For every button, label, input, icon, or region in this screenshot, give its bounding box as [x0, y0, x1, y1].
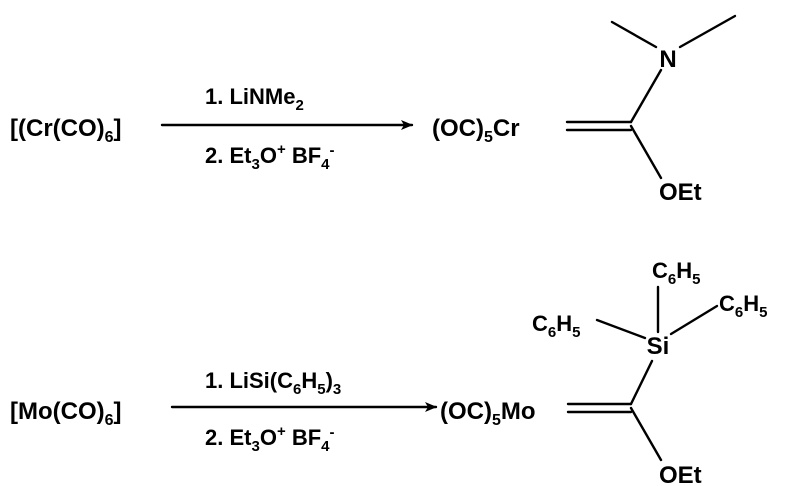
reagent-step-2: 2. Et3O+ BF4- — [205, 423, 335, 455]
bond-n-methyl-left — [610, 20, 658, 49]
product-metal-fragment-cr: (OC)5Cr — [432, 115, 520, 146]
bond-c-n — [629, 68, 663, 124]
bond-c-si — [629, 359, 654, 406]
bond-c-oet — [629, 406, 663, 462]
reagent-step-1: 1. LiSi(C6H5)3 — [205, 368, 341, 398]
bond-si-phenyl-left — [595, 318, 647, 340]
reactant-mo-hexacarbonyl: [Mo(CO)6] — [10, 398, 122, 429]
bond-c-oet — [629, 124, 663, 180]
bond-si-phenyl-right — [669, 304, 719, 336]
phenyl-group-top: C6H5 — [652, 258, 700, 288]
bond-n-methyl-right — [678, 14, 737, 49]
reactant-cr-hexacarbonyl: [(Cr(CO)6] — [10, 115, 122, 146]
phenyl-group-right: C6H5 — [719, 291, 767, 321]
reaction-2: [Mo(CO)6] 1. LiSi(C6H5)3 2. Et3O+ BF4- (… — [10, 258, 767, 486]
phenyl-group-left: C6H5 — [532, 311, 580, 341]
reagent-step-1: 1. LiNMe2 — [205, 84, 304, 114]
product-metal-fragment-mo: (OC)5Mo — [440, 398, 536, 429]
reagent-step-2: 2. Et3O+ BF4- — [205, 141, 335, 173]
ethoxy-group: OEt — [659, 179, 702, 206]
silicon-atom: Si — [647, 333, 670, 360]
nitrogen-atom: N — [659, 46, 676, 73]
ethoxy-group: OEt — [659, 462, 702, 486]
reaction-1: [(Cr(CO)6] 1. LiNMe2 2. Et3O+ BF4- (OC)5… — [10, 14, 737, 206]
